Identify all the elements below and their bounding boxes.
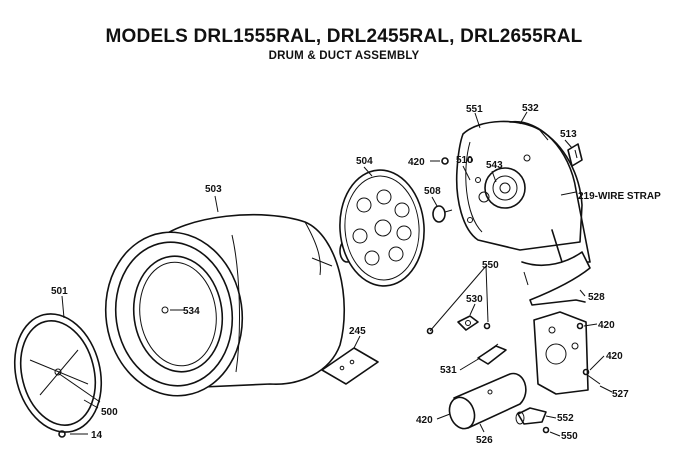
label-530: 530 [466, 294, 483, 305]
pulley-part-552 [515, 407, 547, 425]
label-527: 527 [612, 389, 629, 400]
page-subtitle: DRUM & DUCT ASSEMBLY [268, 50, 420, 62]
screw-part-420-right-upper [576, 322, 584, 330]
label-528: 528 [588, 292, 605, 303]
label-526: 526 [476, 435, 493, 446]
label-543: 543 [486, 160, 503, 171]
leader-lines [61, 111, 613, 437]
label-508: 508 [424, 186, 441, 197]
label-219-wire-strap: 219-WIRE STRAP [578, 191, 661, 202]
label-550-upper: 550 [482, 260, 499, 271]
label-14: 14 [91, 430, 103, 441]
label-552: 552 [557, 413, 574, 424]
duct-part-528 [521, 251, 591, 306]
drum-part-503 [104, 214, 346, 397]
screw-part-420-right-lower [582, 368, 590, 376]
label-532: 532 [522, 103, 539, 114]
screw-part-420-top [441, 157, 449, 165]
label-550-lower: 550 [561, 431, 578, 442]
screw-part-14 [58, 430, 88, 438]
label-513: 513 [560, 129, 577, 140]
label-534: 534 [183, 306, 200, 317]
label-420-right-lower: 420 [606, 351, 623, 362]
screw-part-550-lower [542, 426, 550, 434]
bulkhead-part-551 [455, 120, 583, 251]
rear-head-part-504 [339, 169, 425, 287]
thermostat-part-530 [457, 315, 479, 331]
label-551: 551 [466, 104, 483, 115]
label-420-bottom: 420 [416, 415, 433, 426]
pad-part-245 [321, 347, 379, 385]
label-420-top: 420 [408, 157, 425, 168]
label-500: 500 [101, 407, 118, 418]
page-title: MODELS DRL1555RAL, DRL2455RAL, DRL2655RA… [105, 26, 583, 47]
bracket-part-513 [567, 143, 583, 167]
label-510: 510 [456, 155, 473, 166]
label-245: 245 [349, 326, 366, 337]
label-501: 501 [51, 286, 68, 297]
capacitor-part-526 [448, 372, 527, 430]
label-504: 504 [356, 156, 373, 167]
blower-housing-part-532 [509, 120, 591, 263]
label-503: 503 [205, 184, 222, 195]
label-420-right-upper: 420 [598, 320, 615, 331]
label-531: 531 [440, 365, 457, 376]
bearing-part-508 [432, 205, 453, 223]
motor-mount-part-527 [533, 311, 601, 395]
fuse-part-531 [477, 343, 507, 365]
screw-part-550-upper [426, 265, 491, 335]
front-ring-part-501 [13, 313, 103, 433]
